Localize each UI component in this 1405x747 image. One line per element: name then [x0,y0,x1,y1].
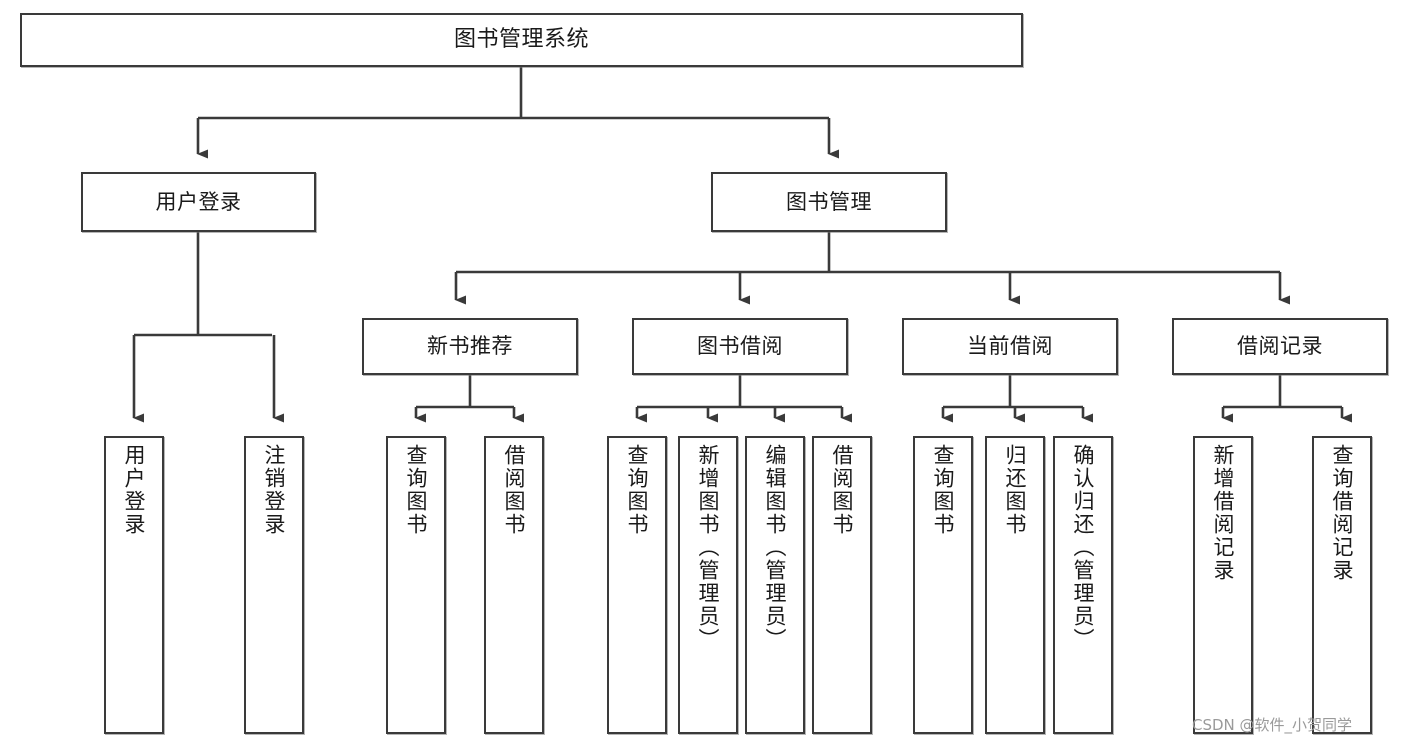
node-leaf-logout[interactable]: 注销登录 [244,436,304,734]
node-leaf-add-book[interactable]: 新增图书（管理员） [678,436,738,734]
node-book-borrow[interactable]: 图书借阅 [632,318,848,375]
node-leaf-logout-label: 注销登录 [262,444,287,536]
node-leaf-borrow-book-2[interactable]: 借阅图书 [812,436,872,734]
node-borrow-record-label: 借阅记录 [1237,334,1323,359]
node-leaf-add-book-label: 新增图书（管理员） [696,444,721,651]
node-book-borrow-label: 图书借阅 [697,334,783,359]
node-borrow-record[interactable]: 借阅记录 [1172,318,1388,375]
node-leaf-borrow-book-1-label: 借阅图书 [502,444,527,536]
node-leaf-query-book-1[interactable]: 查询图书 [386,436,446,734]
node-new-book-rec-label: 新书推荐 [427,334,513,359]
node-leaf-borrow-book-2-label: 借阅图书 [830,444,855,536]
node-leaf-add-record[interactable]: 新增借阅记录 [1193,436,1253,734]
node-root-label: 图书管理系统 [453,27,589,53]
node-leaf-query-book-3[interactable]: 查询图书 [913,436,973,734]
node-leaf-return-book[interactable]: 归还图书 [985,436,1045,734]
node-book-manage-label: 图书管理 [786,189,872,214]
node-leaf-confirm-return-label: 确认归还（管理员） [1071,444,1096,651]
csdn-watermark: CSDN @软件_小贺同学 [1192,716,1353,734]
node-root[interactable]: 图书管理系统 [20,13,1023,67]
node-leaf-confirm-return[interactable]: 确认归还（管理员） [1053,436,1113,734]
node-leaf-query-book-1-label: 查询图书 [404,444,429,536]
node-leaf-user-login[interactable]: 用户登录 [104,436,164,734]
node-leaf-edit-book[interactable]: 编辑图书（管理员） [745,436,805,734]
node-current-borrow[interactable]: 当前借阅 [902,318,1118,375]
node-leaf-query-record-label: 查询借阅记录 [1330,444,1355,582]
node-leaf-query-book-2-label: 查询图书 [625,444,650,536]
node-new-book-rec[interactable]: 新书推荐 [362,318,578,375]
node-leaf-query-book-3-label: 查询图书 [931,444,956,536]
node-current-borrow-label: 当前借阅 [967,334,1053,359]
node-user-login[interactable]: 用户登录 [81,172,316,232]
node-book-manage[interactable]: 图书管理 [711,172,947,232]
node-leaf-query-book-2[interactable]: 查询图书 [607,436,667,734]
node-leaf-add-record-label: 新增借阅记录 [1211,444,1236,582]
node-leaf-user-login-label: 用户登录 [122,444,147,536]
node-leaf-return-book-label: 归还图书 [1003,444,1028,536]
node-user-login-label: 用户登录 [155,189,242,214]
node-leaf-borrow-book-1[interactable]: 借阅图书 [484,436,544,734]
node-leaf-edit-book-label: 编辑图书（管理员） [763,444,788,651]
node-leaf-query-record[interactable]: 查询借阅记录 [1312,436,1372,734]
